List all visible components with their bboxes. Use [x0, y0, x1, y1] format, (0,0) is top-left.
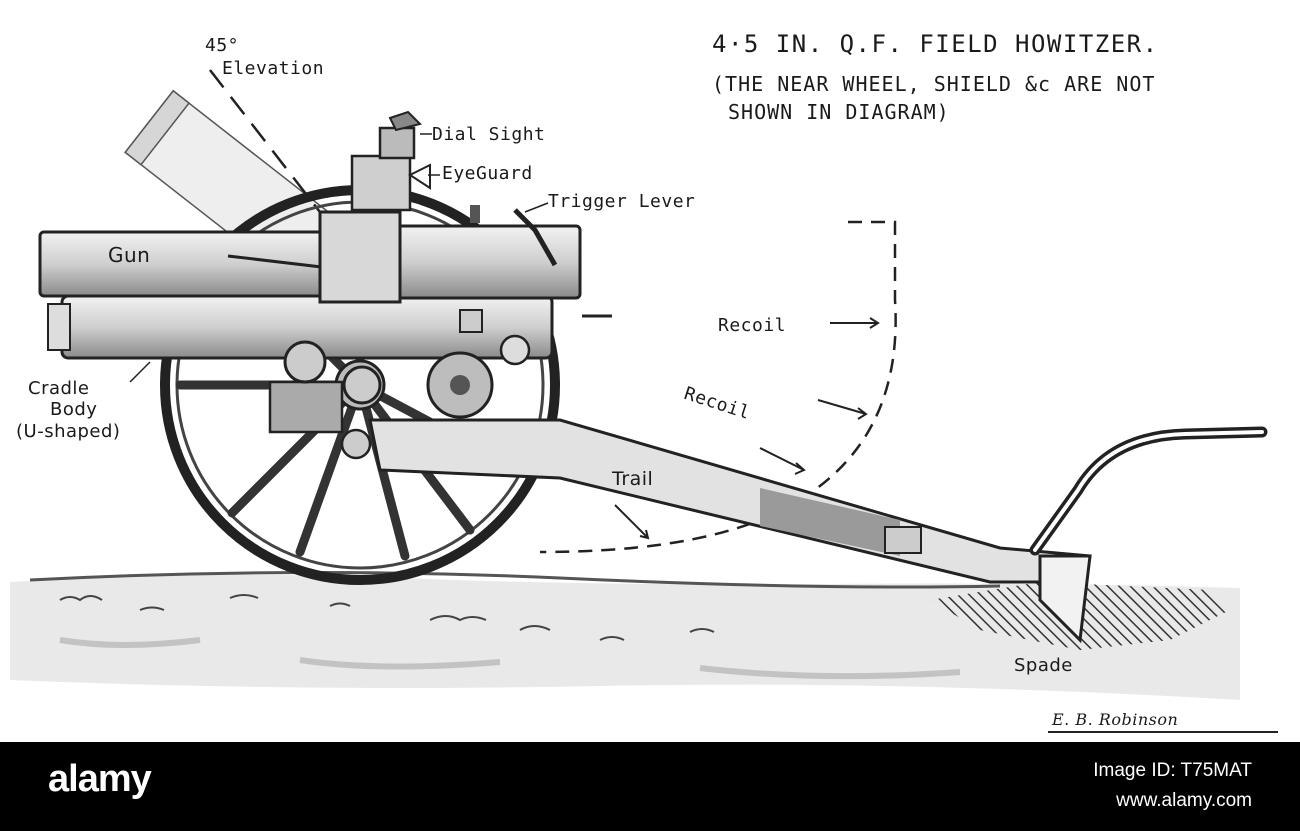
- label-elevation-degrees: 45°: [205, 35, 240, 56]
- breech-and-sight: [318, 110, 558, 304]
- diagram-subtitle-line2: SHOWN IN DIAGRAM): [728, 100, 950, 124]
- label-cradle-line1: Cradle: [28, 378, 90, 399]
- label-spade: Spade: [1014, 655, 1073, 676]
- label-trigger-lever: Trigger Lever: [548, 191, 696, 212]
- trail-body: [368, 418, 1092, 584]
- label-gun: Gun: [108, 243, 151, 267]
- gun-barrel: [38, 224, 582, 300]
- label-elevation: Elevation: [222, 58, 325, 79]
- artist-signature: E. B. Robinson: [1052, 710, 1179, 729]
- recoil-arrows: [614, 317, 880, 540]
- label-recoil-horizontal: Recoil: [718, 315, 787, 336]
- howitzer-drawing: [10, 69, 1278, 733]
- label-cradle-line3: (U-shaped): [16, 421, 121, 442]
- diagram-title: 4·5 IN. Q.F. FIELD HOWITZER.: [712, 30, 1159, 58]
- image-id-text: Image ID: T75MAT: [1093, 760, 1252, 781]
- ground: [10, 570, 1240, 700]
- leader-lines: [129, 133, 549, 383]
- diagram-subtitle-line1: (THE NEAR WHEEL, SHIELD &c ARE NOT: [712, 72, 1156, 96]
- elevating-gear: [268, 309, 612, 460]
- label-cradle-line2: Body: [50, 399, 98, 420]
- label-trail: Trail: [612, 468, 654, 490]
- watermark-footer: [0, 742, 1300, 831]
- label-dial-sight: Dial Sight: [432, 124, 546, 145]
- trail-handle: [1029, 426, 1268, 556]
- spade: [1038, 554, 1092, 644]
- label-eye-guard: EyeGuard: [442, 163, 533, 184]
- alamy-logo: alamy: [48, 758, 152, 800]
- stock-url-text: www.alamy.com: [1116, 790, 1252, 811]
